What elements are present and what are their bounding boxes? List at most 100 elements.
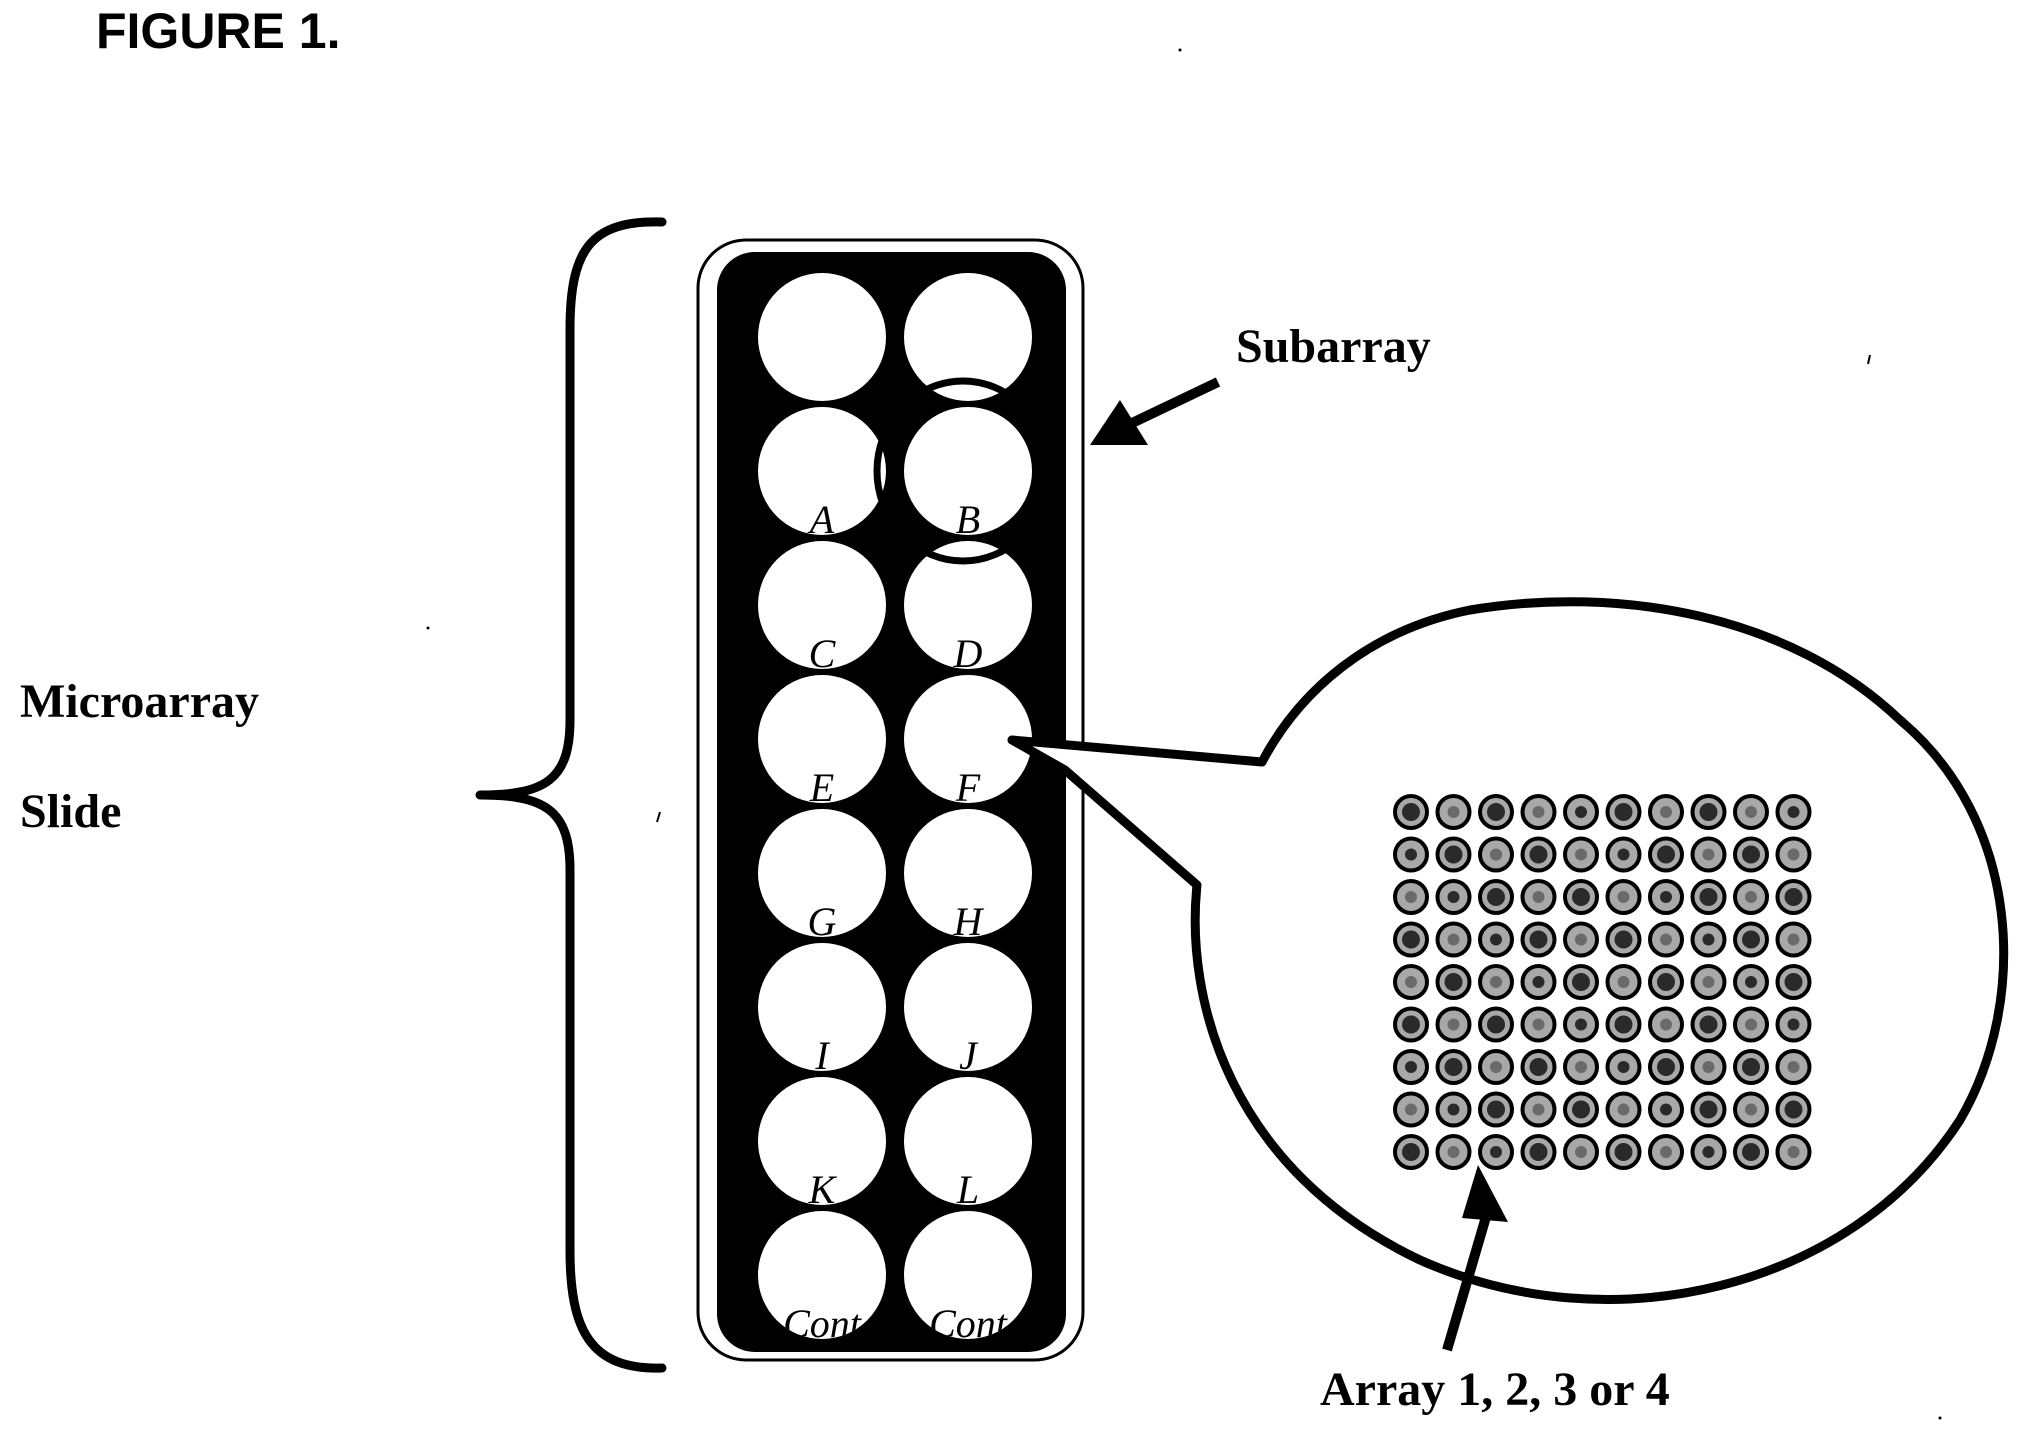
spot (1565, 924, 1597, 956)
slide-label: Slide (20, 785, 121, 838)
spot (1608, 1009, 1640, 1041)
spot (1778, 966, 1810, 998)
spot (1693, 839, 1725, 871)
spot (1735, 966, 1767, 998)
spot (1608, 839, 1640, 871)
well-circle (758, 273, 886, 401)
spot (1480, 1051, 1512, 1083)
spot (1438, 881, 1470, 913)
spot (1438, 796, 1470, 828)
spot (1693, 1009, 1725, 1041)
slide-brace (480, 222, 662, 1368)
speck (1179, 49, 1182, 52)
spot (1608, 1051, 1640, 1083)
spot (1778, 881, 1810, 913)
spot (1650, 924, 1682, 956)
spot (1778, 1051, 1810, 1083)
spot (1565, 881, 1597, 913)
spot (1650, 1009, 1682, 1041)
speck (1939, 1417, 1942, 1420)
spot (1438, 1009, 1470, 1041)
spot (1480, 924, 1512, 956)
spot (1480, 796, 1512, 828)
spot (1395, 924, 1427, 956)
microarray-label: Microarray (20, 675, 259, 728)
spot (1650, 796, 1682, 828)
spot (1565, 1009, 1597, 1041)
spot (1395, 1094, 1427, 1126)
spot (1778, 839, 1810, 871)
spot (1650, 881, 1682, 913)
spot (1735, 839, 1767, 871)
spot (1735, 924, 1767, 956)
speck (427, 627, 430, 630)
spot (1395, 796, 1427, 828)
spot (1438, 966, 1470, 998)
spot (1480, 881, 1512, 913)
spot (1650, 1094, 1682, 1126)
speck (657, 812, 660, 822)
spot (1778, 1094, 1810, 1126)
spot (1693, 881, 1725, 913)
spot (1650, 1051, 1682, 1083)
array-label: Array 1, 2, 3 or 4 (1320, 1363, 1670, 1416)
spot (1523, 924, 1555, 956)
spot (1608, 881, 1640, 913)
spot (1735, 1009, 1767, 1041)
spot (1480, 839, 1512, 871)
spot (1438, 1051, 1470, 1083)
spot (1735, 881, 1767, 913)
spot (1650, 966, 1682, 998)
spot (1608, 1136, 1640, 1168)
spot (1650, 1136, 1682, 1168)
spot (1650, 839, 1682, 871)
spot (1438, 924, 1470, 956)
spot (1693, 924, 1725, 956)
spot (1693, 1051, 1725, 1083)
spot (1395, 966, 1427, 998)
spot (1565, 1051, 1597, 1083)
spot (1608, 1094, 1640, 1126)
spot (1395, 839, 1427, 871)
spot (1395, 1051, 1427, 1083)
spot (1608, 966, 1640, 998)
spot (1395, 881, 1427, 913)
figure-title: FIGURE 1. (96, 3, 341, 59)
spot (1693, 1136, 1725, 1168)
speck (1868, 355, 1870, 364)
spot (1395, 1009, 1427, 1041)
spot (1438, 839, 1470, 871)
spot (1523, 1051, 1555, 1083)
spot (1778, 1009, 1810, 1041)
spot (1565, 796, 1597, 828)
spot (1693, 966, 1725, 998)
spot (1735, 1051, 1767, 1083)
spot (1693, 1094, 1725, 1126)
well (758, 273, 886, 401)
spot (1735, 796, 1767, 828)
spot (1565, 1136, 1597, 1168)
spot (1778, 924, 1810, 956)
spot (1523, 966, 1555, 998)
spot (1608, 924, 1640, 956)
spot (1438, 1136, 1470, 1168)
spot (1693, 796, 1725, 828)
spot (1778, 796, 1810, 828)
spot (1523, 839, 1555, 871)
spot (1778, 1136, 1810, 1168)
spot (1480, 1136, 1512, 1168)
spot (1565, 1094, 1597, 1126)
spot (1480, 1094, 1512, 1126)
spot (1523, 1009, 1555, 1041)
spot (1523, 1094, 1555, 1126)
spot (1523, 881, 1555, 913)
spot (1395, 1136, 1427, 1168)
spot (1438, 1094, 1470, 1126)
spot (1608, 796, 1640, 828)
subarray-label: Subarray (1236, 320, 1431, 373)
spot (1735, 1094, 1767, 1126)
spot (1565, 839, 1597, 871)
spot (1565, 966, 1597, 998)
spot (1523, 796, 1555, 828)
